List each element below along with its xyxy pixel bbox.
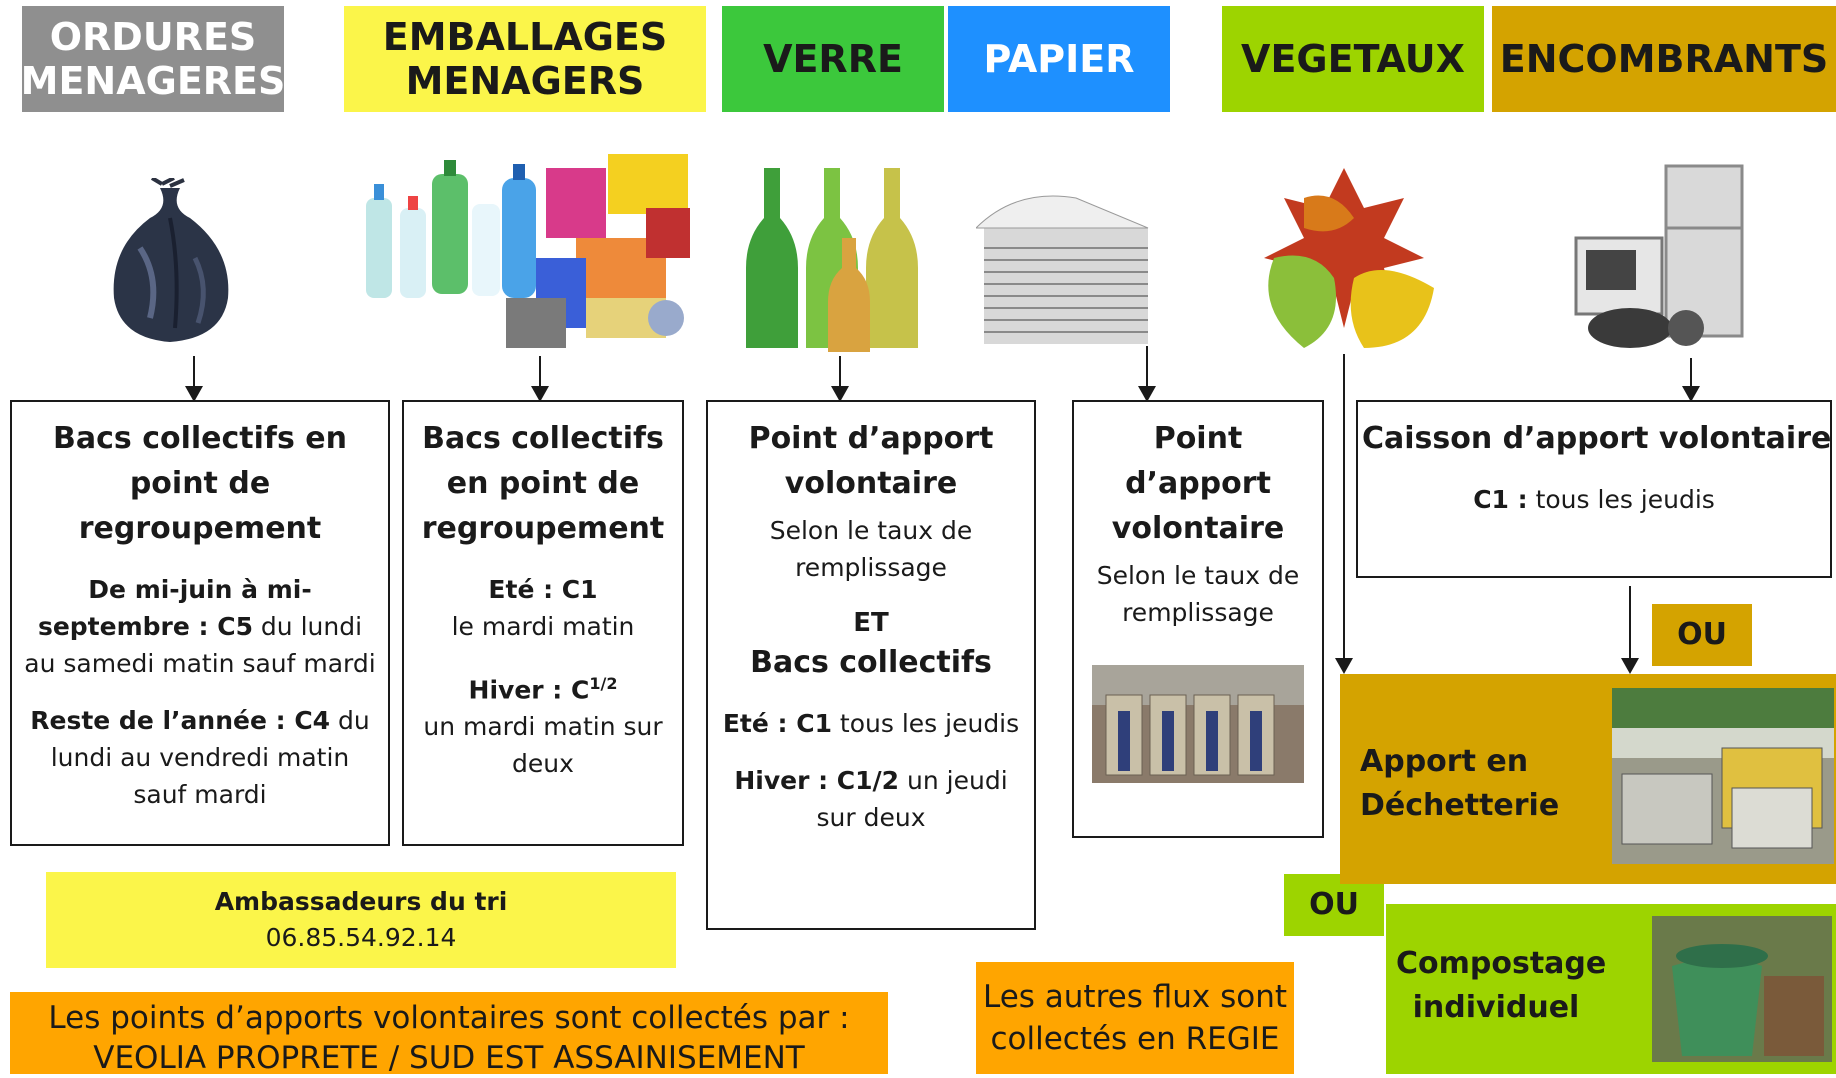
arrow-vegetaux <box>1335 354 1353 674</box>
arrow-ordures <box>185 356 203 402</box>
encombrants-schedule-text: tous les jeudis <box>1527 485 1715 514</box>
compostage-panel: Compostage individuel <box>1386 904 1836 1074</box>
verre-summer-text: tous les jeudis <box>831 709 1020 738</box>
footer-regie-line1: Les autres flux sont <box>982 979 1288 1015</box>
arrow-verre <box>831 356 849 402</box>
papier-selon-text: Selon le taux de remplissage <box>1096 561 1300 627</box>
verre-box-title-2: Bacs collectifs <box>750 645 992 680</box>
ambassadeurs-note: Ambassadeurs du tri 06.85.54.92.14 <box>46 872 676 968</box>
header-ordures-menageres: ORDURES MENAGERES <box>21 6 285 112</box>
verre-summer-schedule: Eté : C1 tous les jeudis <box>716 705 1026 742</box>
encombrants-collection-box: Caisson d’apport volontaire C1 : tous le… <box>1356 400 1832 578</box>
arrow-encombrants-ou <box>1621 586 1639 674</box>
header-vegetaux: VEGETAUX <box>1222 6 1484 112</box>
compost-bin-photo-icon <box>1652 916 1832 1062</box>
header-papier: PAPIER <box>948 6 1170 112</box>
verre-winter-text: un jeudi sur deux <box>816 766 1008 832</box>
emballages-box-title: Bacs collectifs en point de regroupement <box>421 421 665 546</box>
newspapers-icon <box>976 195 1149 344</box>
ordures-summer-label: De mi-juin à mi-septembre : C5 <box>37 575 312 641</box>
decheterie-photo-icon <box>1612 688 1834 864</box>
emballages-summer-label: Eté : C1 <box>488 575 598 604</box>
verre-box-title: Point d’apport volontaire <box>748 421 994 501</box>
footer-regie-line2: collectés en REGIE <box>990 1021 1280 1057</box>
header-verre: VERRE <box>722 6 944 112</box>
papier-collection-box: Point d’apport volontaire Selon le taux … <box>1072 400 1324 838</box>
ordures-summer-text: du lundi au samedi matin sauf mardi <box>24 612 376 678</box>
verre-et-label: ET <box>853 608 889 638</box>
arrow-emballages <box>531 356 549 402</box>
ou-badge-encombrants: OU <box>1652 604 1752 666</box>
ou-badge-compostage: OU <box>1284 874 1384 936</box>
ordures-summer-schedule: De mi-juin à mi-septembre : C5 du lundi … <box>22 571 378 682</box>
verre-selon-text: Selon le taux de remplissage <box>769 516 973 582</box>
arrow-papier <box>1138 346 1156 402</box>
trash-bag-icon <box>113 178 229 342</box>
verre-winter-schedule: Hiver : C1/2 un jeudi sur deux <box>716 762 1026 836</box>
verre-collection-box: Point d’apport volontaire Selon le taux … <box>706 400 1036 930</box>
header-emballages-menagers: EMBALLAGES MENAGERS <box>344 6 706 112</box>
decheterie-label: Apport en Déchetterie <box>1360 744 1560 823</box>
decheterie-panel: Apport en Déchetterie <box>1340 674 1836 884</box>
ambassadeurs-phone: 06.85.54.92.14 <box>265 923 457 952</box>
ordures-rest-text: du lundi au vendredi matin sauf mardi <box>50 706 370 809</box>
ordures-rest-schedule: Reste de l’année : C4 du lundi au vendre… <box>22 702 378 813</box>
autumn-leaves-icon <box>1264 168 1434 348</box>
encombrants-box-title: Caisson d’apport volontaire <box>1362 421 1832 456</box>
footer-veolia-note: Les points d’apports volontaires sont co… <box>10 992 888 1076</box>
emballages-winter-label: Hiver : C1/2 <box>414 665 672 708</box>
footer-veolia-line2: VEOLIA PROPRETE / SUD EST ASSAINISEMENT <box>93 1040 805 1076</box>
bins-photo-icon <box>1092 665 1304 783</box>
ambassadeurs-title: Ambassadeurs du tri <box>214 887 508 916</box>
ordures-rest-label: Reste de l’année : C4 <box>30 706 331 735</box>
emballages-winter-text: un mardi matin sur deux <box>423 712 663 779</box>
glass-bottles-icon <box>746 168 918 352</box>
verre-winter-label: Hiver : C1/2 <box>734 766 900 795</box>
encombrants-schedule-label: C1 : <box>1473 485 1528 514</box>
footer-regie-note: Les autres flux sont collectés en REGIE <box>976 962 1294 1074</box>
emballages-summer-text: le mardi matin <box>451 612 635 641</box>
header-encombrants: ENCOMBRANTS <box>1492 6 1836 112</box>
emballages-collection-box: Bacs collectifs en point de regroupement… <box>402 400 684 846</box>
arrow-encombrants <box>1682 358 1700 402</box>
ordures-box-title: Bacs collectifs en point de regroupement <box>53 421 347 546</box>
emballages-winter-label-main: Hiver : C <box>468 675 590 705</box>
emballages-winter-schedule: Hiver : C1/2 un mardi matin sur deux <box>414 665 672 782</box>
emballages-winter-label-sup: 1/2 <box>589 674 618 693</box>
ordures-collection-box: Bacs collectifs en point de regroupement… <box>10 400 390 846</box>
verre-summer-label: Eté : C1 <box>722 709 832 738</box>
emballages-summer-schedule: Eté : C1 le mardi matin <box>414 571 672 645</box>
packaging-bottles-icon <box>366 154 690 348</box>
footer-veolia-line1: Les points d’apports volontaires sont co… <box>48 1000 850 1036</box>
encombrants-schedule: C1 : tous les jeudis <box>1362 481 1826 518</box>
bulky-appliances-icon <box>1574 164 1744 348</box>
papier-box-title: Point d’apport volontaire <box>1111 421 1285 546</box>
compostage-label: Compostage individuel <box>1396 946 1607 1025</box>
